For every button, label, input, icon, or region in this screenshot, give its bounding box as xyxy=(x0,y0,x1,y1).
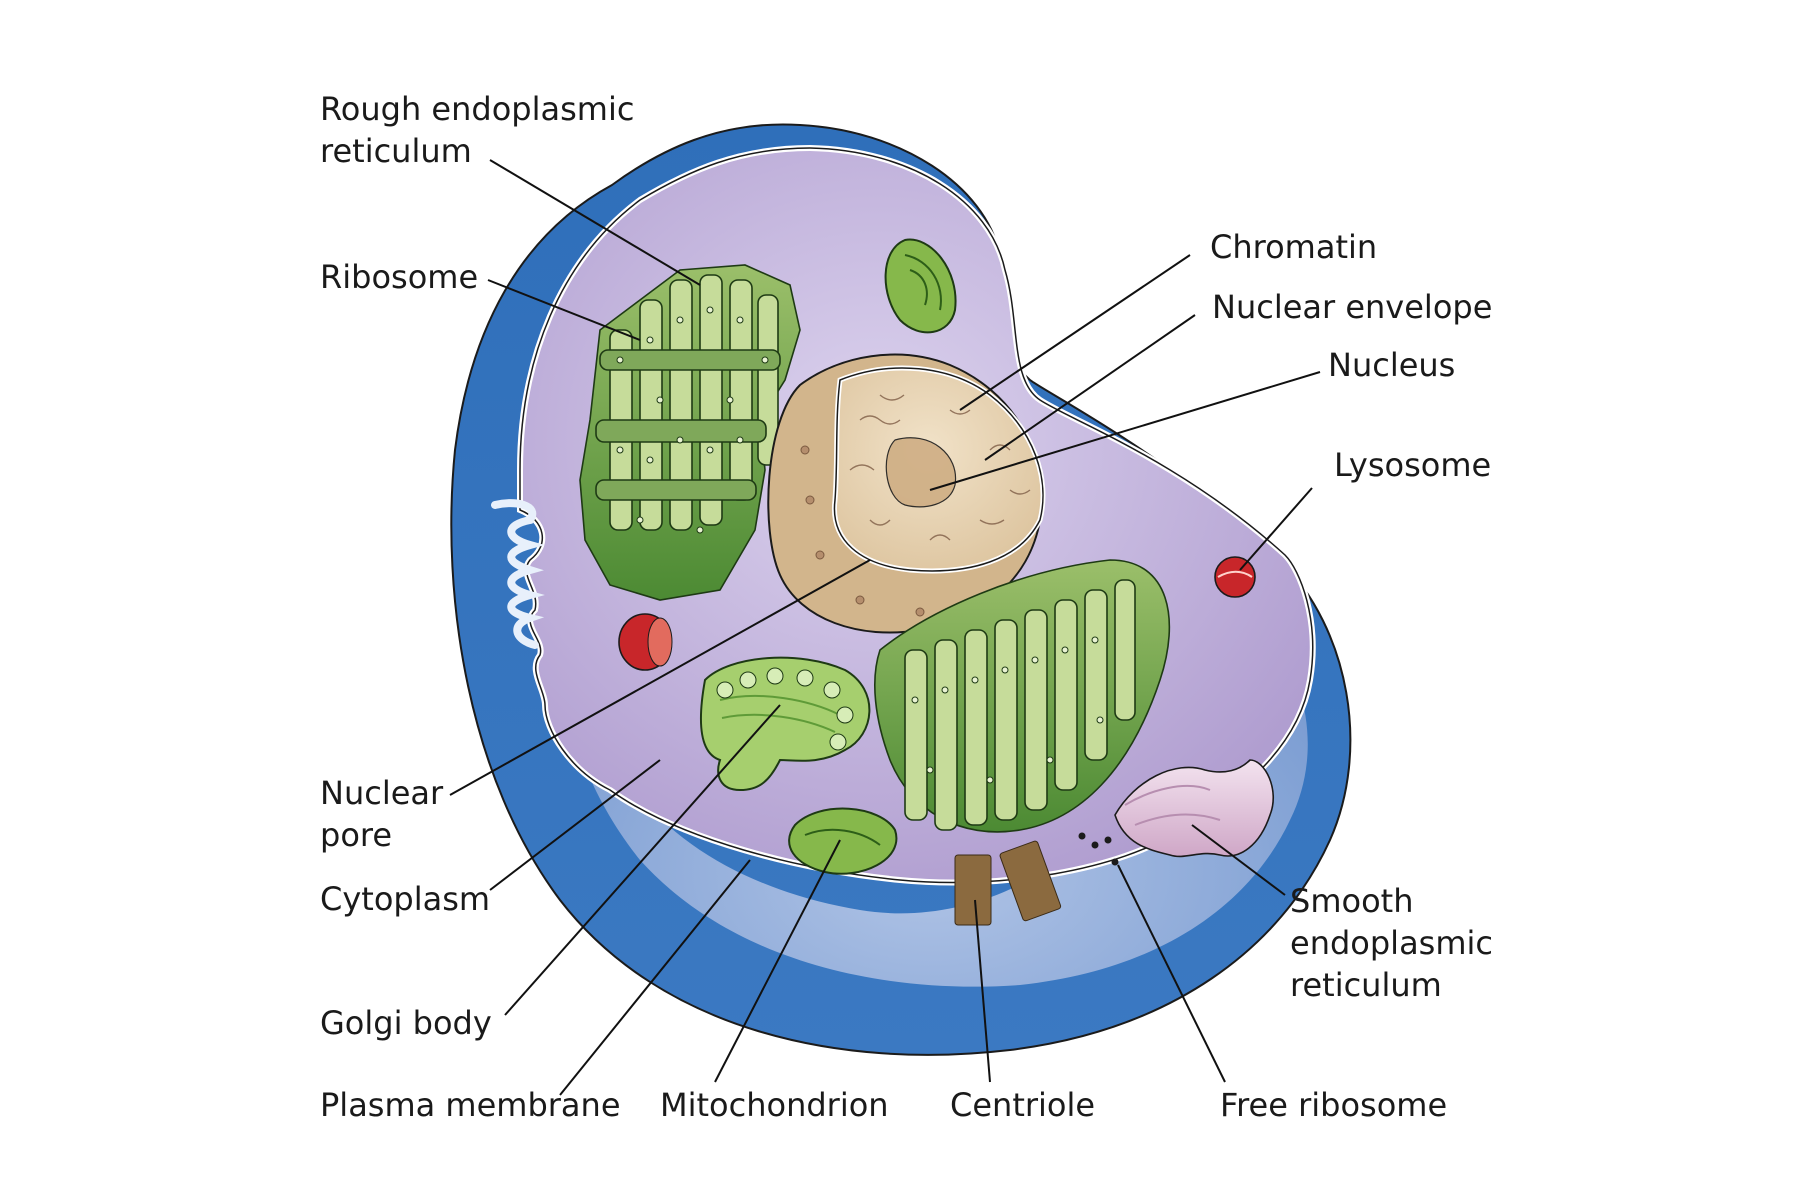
rough-er xyxy=(579,264,801,601)
label-nuclear-envelope: Nuclear envelope xyxy=(1212,288,1493,326)
label-chromatin: Chromatin xyxy=(1210,228,1378,266)
label-smooth-er: Smooth endoplasmic reticulum xyxy=(1290,880,1493,1006)
label-plasma-membrane: Plasma membrane xyxy=(320,1086,621,1124)
label-ribosome: Ribosome xyxy=(320,258,479,296)
nucleus xyxy=(767,353,1046,634)
label-mitochondrion: Mitochondrion xyxy=(660,1086,889,1124)
nucleolus xyxy=(885,437,957,508)
leader-lines xyxy=(449,159,1321,1096)
label-smooth-er-line3: reticulum xyxy=(1290,966,1442,1004)
centrioles xyxy=(954,840,1062,926)
lysosome-left xyxy=(618,613,673,671)
chromatin-strands xyxy=(849,394,1031,541)
label-golgi-body: Golgi body xyxy=(320,1004,492,1042)
label-free-ribosome: Free ribosome xyxy=(1220,1086,1448,1124)
mitochondrion-top xyxy=(884,238,957,334)
label-smooth-er-line2: endoplasmic xyxy=(1290,924,1493,962)
label-centriole: Centriole xyxy=(950,1086,1096,1124)
label-rough-er-line2: reticulum xyxy=(320,132,472,170)
label-nucleus: Nucleus xyxy=(1328,346,1456,384)
membrane-folds xyxy=(491,499,545,649)
label-nuclear-pore-line1: Nuclear xyxy=(320,774,444,812)
golgi-body xyxy=(699,656,871,792)
mitochondrion-bottom xyxy=(788,807,898,875)
label-lysosome: Lysosome xyxy=(1334,446,1492,484)
label-nuclear-pore: Nuclear pore xyxy=(320,772,443,856)
lysosome-right xyxy=(1214,556,1256,598)
label-cytoplasm: Cytoplasm xyxy=(320,880,491,918)
label-rough-er: Rough endoplasmic reticulum xyxy=(320,88,634,172)
label-rough-er-line1: Rough endoplasmic xyxy=(320,90,635,128)
smooth-er xyxy=(1114,759,1275,858)
golgi-stacks xyxy=(874,559,1171,833)
label-smooth-er-line1: Smooth xyxy=(1290,882,1414,920)
free-ribosomes xyxy=(1078,832,1119,866)
label-nuclear-pore-line2: pore xyxy=(320,816,393,854)
